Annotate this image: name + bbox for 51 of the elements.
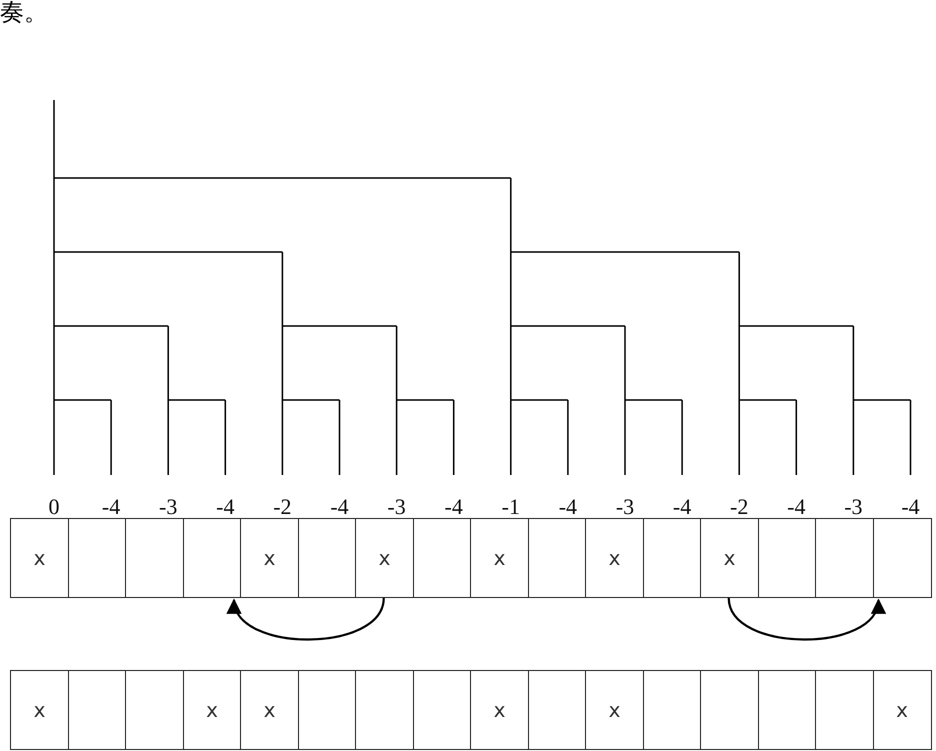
marked-cell: x — [240, 670, 299, 750]
index-value: -3 — [616, 494, 634, 520]
empty-cell — [182, 518, 242, 598]
index-value: -4 — [901, 494, 920, 520]
empty-cell — [758, 518, 816, 598]
empty-cell — [815, 518, 874, 598]
index-value: -2 — [273, 494, 292, 520]
empty-cell — [642, 518, 702, 598]
empty-cell — [68, 670, 126, 750]
index-value: -4 — [444, 494, 463, 520]
index-value: -4 — [787, 494, 806, 520]
empty-cell — [700, 670, 759, 750]
marked-cell: x — [700, 518, 759, 598]
marked-cell: x — [240, 518, 299, 598]
marked-cell: x — [585, 670, 644, 750]
marked-cell: x — [872, 670, 932, 750]
marked-cell: x — [470, 518, 529, 598]
index-value: -1 — [502, 494, 520, 520]
marked-cell: x — [470, 670, 529, 750]
text-fragment: 奏。 — [0, 0, 48, 28]
curved-arrow — [230, 598, 385, 641]
empty-cell — [298, 518, 356, 598]
marked-cell: x — [585, 518, 644, 598]
index-value: 0 — [48, 494, 60, 520]
empty-cell — [872, 518, 932, 598]
empty-cell — [412, 518, 472, 598]
empty-cell — [412, 670, 472, 750]
index-value: -4 — [330, 494, 349, 520]
marked-cell: x — [10, 670, 69, 750]
index-value: -3 — [159, 494, 178, 520]
empty-cell — [642, 670, 702, 750]
empty-cell — [298, 670, 356, 750]
index-value: -4 — [672, 494, 692, 520]
empty-cell — [528, 518, 586, 598]
marked-cell: x — [182, 670, 242, 750]
index-value: -3 — [387, 494, 406, 520]
marked-cell: x — [10, 518, 69, 598]
empty-cell — [125, 518, 184, 598]
index-value: -4 — [558, 494, 578, 520]
empty-cell — [528, 670, 586, 750]
empty-cell — [355, 670, 414, 750]
index-value: -4 — [102, 494, 120, 520]
index-value: -4 — [216, 494, 234, 520]
curved-arrow — [728, 598, 883, 641]
marked-cell: x — [355, 518, 414, 598]
empty-cell — [125, 670, 184, 750]
index-value: -3 — [844, 494, 863, 520]
index-value: -2 — [730, 494, 748, 520]
empty-cell — [68, 518, 126, 598]
empty-cell — [758, 670, 816, 750]
empty-cell — [815, 670, 874, 750]
